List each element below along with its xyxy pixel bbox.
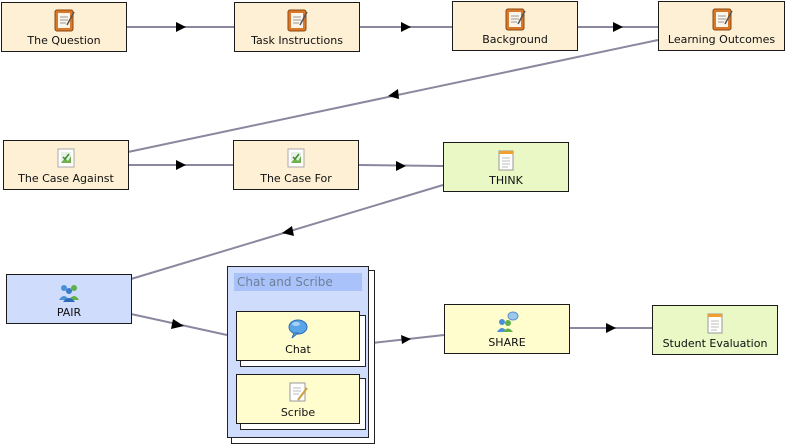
arrowhead xyxy=(401,335,411,344)
image-document-icon xyxy=(57,148,75,168)
notepad-icon xyxy=(54,9,75,32)
node-think[interactable]: THINK xyxy=(443,142,569,192)
node-label: Task Instructions xyxy=(251,34,343,47)
group-chat-and-scribe[interactable]: Chat and Scribe Chat Scribe xyxy=(227,266,369,438)
node-task-instructions[interactable]: Task Instructions xyxy=(234,2,360,52)
node-label: The Case For xyxy=(260,172,332,185)
arrowhead xyxy=(613,22,623,32)
group-title: Chat and Scribe xyxy=(234,273,362,291)
chat-bubble-icon xyxy=(288,319,308,339)
node-case-against[interactable]: The Case Against xyxy=(3,140,129,190)
notepad-icon xyxy=(287,9,308,32)
notepad-icon xyxy=(505,8,526,31)
arrowhead xyxy=(171,319,184,329)
node-label: Student Evaluation xyxy=(662,337,768,350)
node-scribe[interactable]: Scribe xyxy=(236,374,360,424)
users-chat-icon xyxy=(497,311,519,332)
node-label: Background xyxy=(482,33,548,46)
scribe-document-icon xyxy=(289,382,308,402)
node-the-question[interactable]: The Question xyxy=(1,2,127,52)
arrowhead xyxy=(396,161,406,171)
arrowhead xyxy=(388,89,399,99)
node-pair[interactable]: PAIR xyxy=(6,274,132,324)
node-case-for[interactable]: The Case For xyxy=(233,140,359,190)
node-label: THINK xyxy=(489,174,523,187)
arrowhead xyxy=(176,160,186,170)
arrowhead xyxy=(401,22,411,32)
node-label: Chat xyxy=(285,343,311,356)
notepad-icon xyxy=(712,8,733,31)
notes-icon xyxy=(707,313,723,334)
image-document-icon xyxy=(287,148,305,168)
node-label: The Case Against xyxy=(18,172,114,185)
node-background[interactable]: Background xyxy=(452,1,578,51)
node-student-evaluation[interactable]: Student Evaluation xyxy=(652,305,778,355)
node-label: SHARE xyxy=(488,336,526,349)
arrowhead xyxy=(606,323,616,333)
arrowhead xyxy=(282,226,294,236)
node-chat[interactable]: Chat xyxy=(236,311,360,361)
node-label: PAIR xyxy=(56,306,82,319)
node-label: Learning Outcomes xyxy=(667,33,776,46)
node-label: Scribe xyxy=(280,406,316,419)
group-users-icon xyxy=(59,285,79,302)
node-learning-outcomes[interactable]: Learning Outcomes xyxy=(658,1,785,51)
node-share[interactable]: SHARE xyxy=(444,304,570,354)
notes-icon xyxy=(498,150,514,171)
node-label: The Question xyxy=(27,34,101,47)
arrowhead xyxy=(176,22,186,32)
